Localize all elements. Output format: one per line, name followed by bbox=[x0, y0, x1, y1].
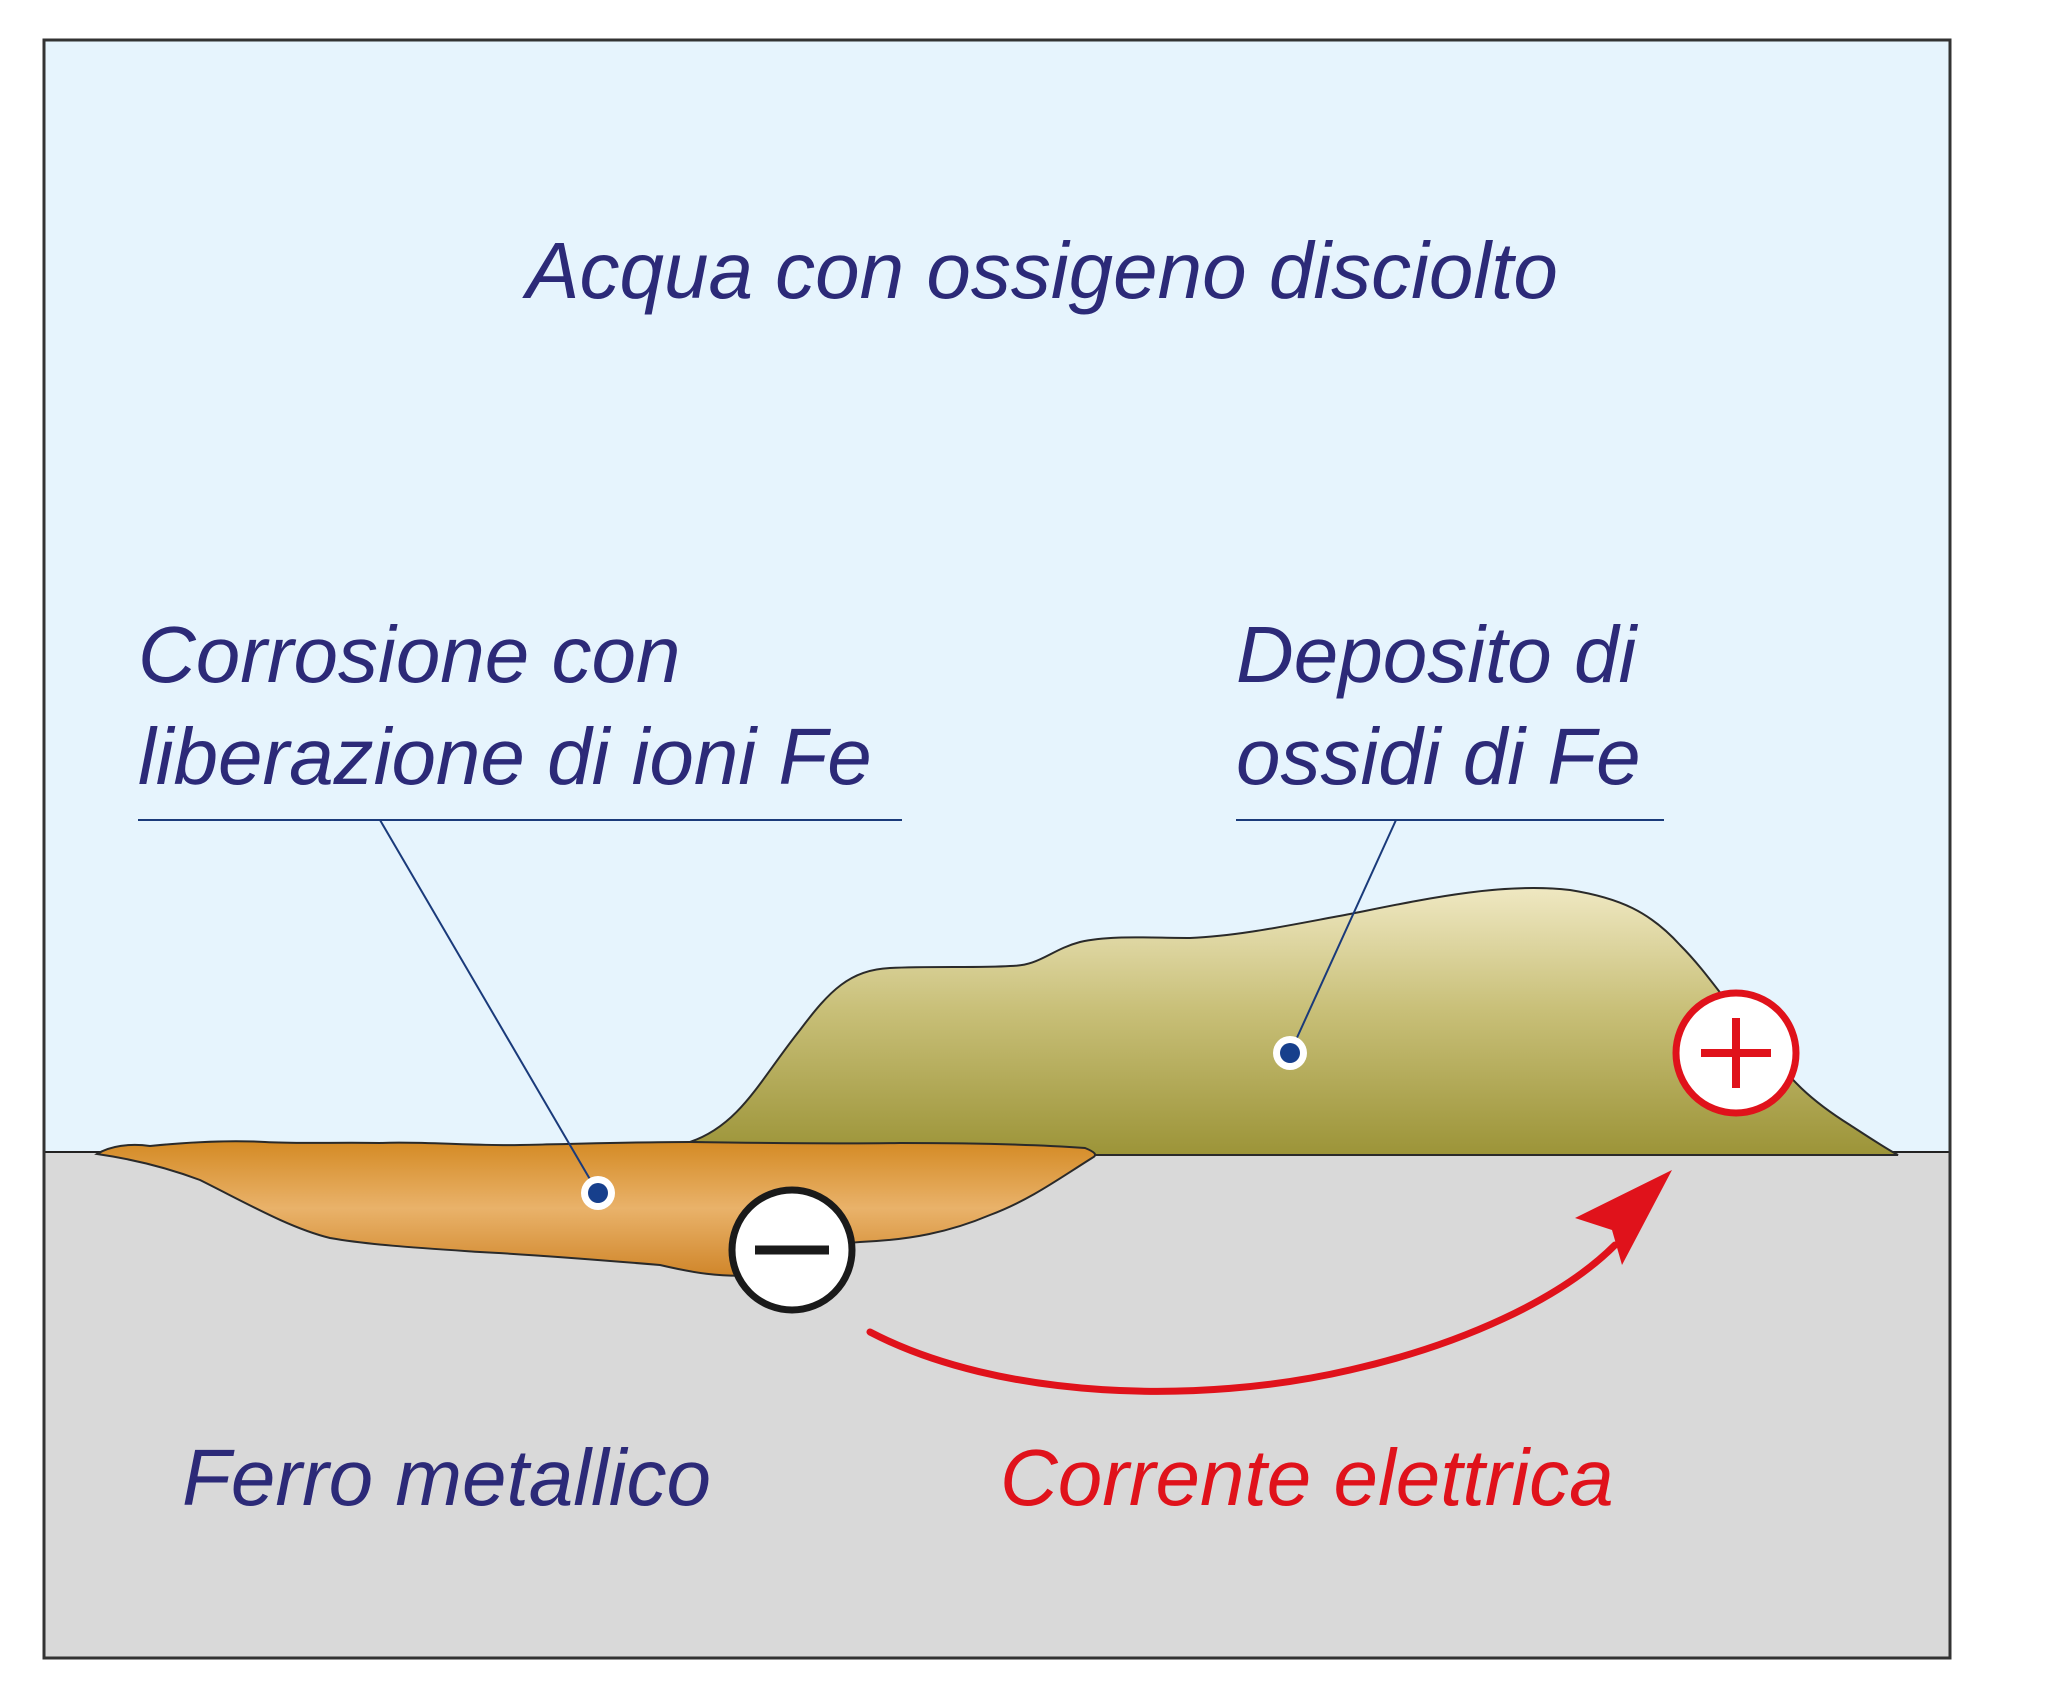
current-label: Corrente elettrica bbox=[1000, 1433, 1614, 1522]
deposit-label-line2: ossidi di Fe bbox=[1236, 712, 1641, 801]
corrosion-leader-dot bbox=[581, 1176, 615, 1210]
corrosion-label-line2: liberazione di ioni Fe bbox=[138, 712, 872, 801]
minus-circle-icon bbox=[728, 1186, 856, 1314]
corrosion-leader-line bbox=[379, 819, 599, 1194]
corrosion-label-line1: Corrosione con bbox=[138, 610, 681, 699]
deposit-label-line1: Deposito di bbox=[1236, 610, 1638, 699]
deposit-leader-dot bbox=[1273, 1036, 1307, 1070]
water-label: Acqua con ossigeno disciolto bbox=[522, 226, 1558, 315]
deposit-leader-line bbox=[1289, 819, 1397, 1054]
curved-arrow-icon bbox=[866, 1170, 1672, 1395]
metal-label: Ferro metallico bbox=[182, 1433, 711, 1522]
plus-circle-icon bbox=[1672, 989, 1800, 1117]
diagram-frame bbox=[42, 38, 1952, 1660]
